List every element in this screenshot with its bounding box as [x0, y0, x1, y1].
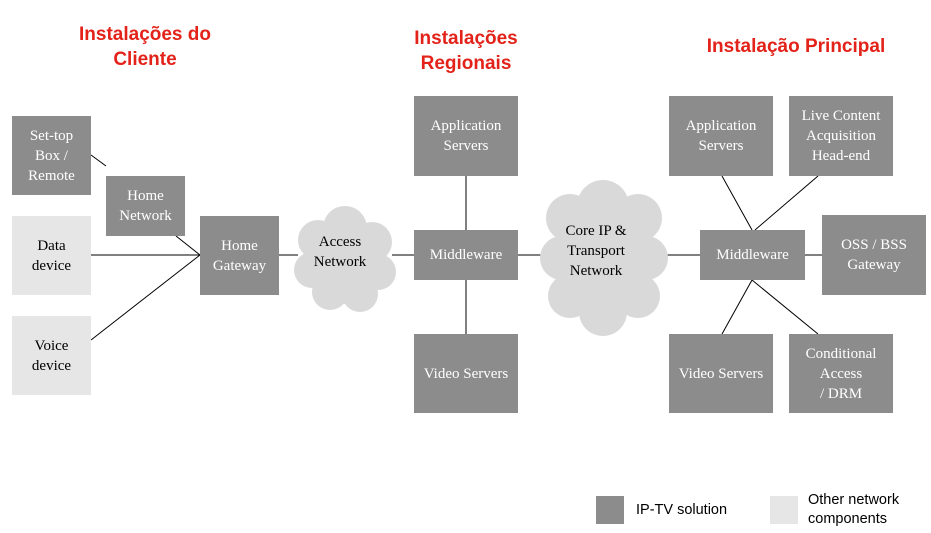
regional-video-servers: Video Servers [414, 334, 518, 413]
legend-iptv-label: IP-TV solution [636, 502, 728, 518]
title-client-premises: Instalações do Cliente [79, 24, 211, 70]
link-homenetwork-gateway [175, 235, 201, 256]
voice-device: Voice device [12, 316, 91, 395]
regional-middleware: Middleware [414, 230, 518, 280]
main-middleware: Middleware [700, 230, 805, 280]
live-content-headend: Live Content Acquisition Head-end [789, 96, 893, 176]
legend-other-label: Other network components [808, 492, 900, 527]
legend-iptv-swatch [596, 496, 624, 524]
core-network-label: Core IP & Transport Network [565, 223, 627, 279]
link-live-mainmiddleware [754, 175, 819, 231]
link-mainapp-mainmiddleware [721, 175, 753, 231]
conditional-access-drm: Conditional Access / DRM [789, 334, 893, 413]
home-gateway: Home Gateway [200, 216, 279, 295]
core-network-cloud [540, 180, 668, 336]
regional-application-servers: Application Servers [414, 96, 518, 176]
home-network: Home Network [106, 176, 185, 236]
data-device: Data device [12, 216, 91, 295]
oss-bss-gateway: OSS / BSS Gateway [822, 215, 926, 295]
main-video-servers: Video Servers [669, 334, 773, 413]
settop-box: Set-top Box / Remote [12, 116, 91, 195]
main-application-servers: Application Servers [669, 96, 773, 176]
link-mainmiddleware-cond [751, 279, 819, 335]
link-settop-homenetwork [90, 154, 107, 167]
access-network-label: Access Network [313, 234, 367, 270]
link-mainmiddleware-mainvideo [721, 279, 753, 335]
title-main-premises: Instalação Principal [706, 36, 886, 57]
title-regional-premises: Instalações Regionais [414, 28, 518, 74]
legend-other-swatch [770, 496, 798, 524]
access-network-cloud [294, 206, 396, 312]
link-voice-gateway [90, 254, 201, 341]
